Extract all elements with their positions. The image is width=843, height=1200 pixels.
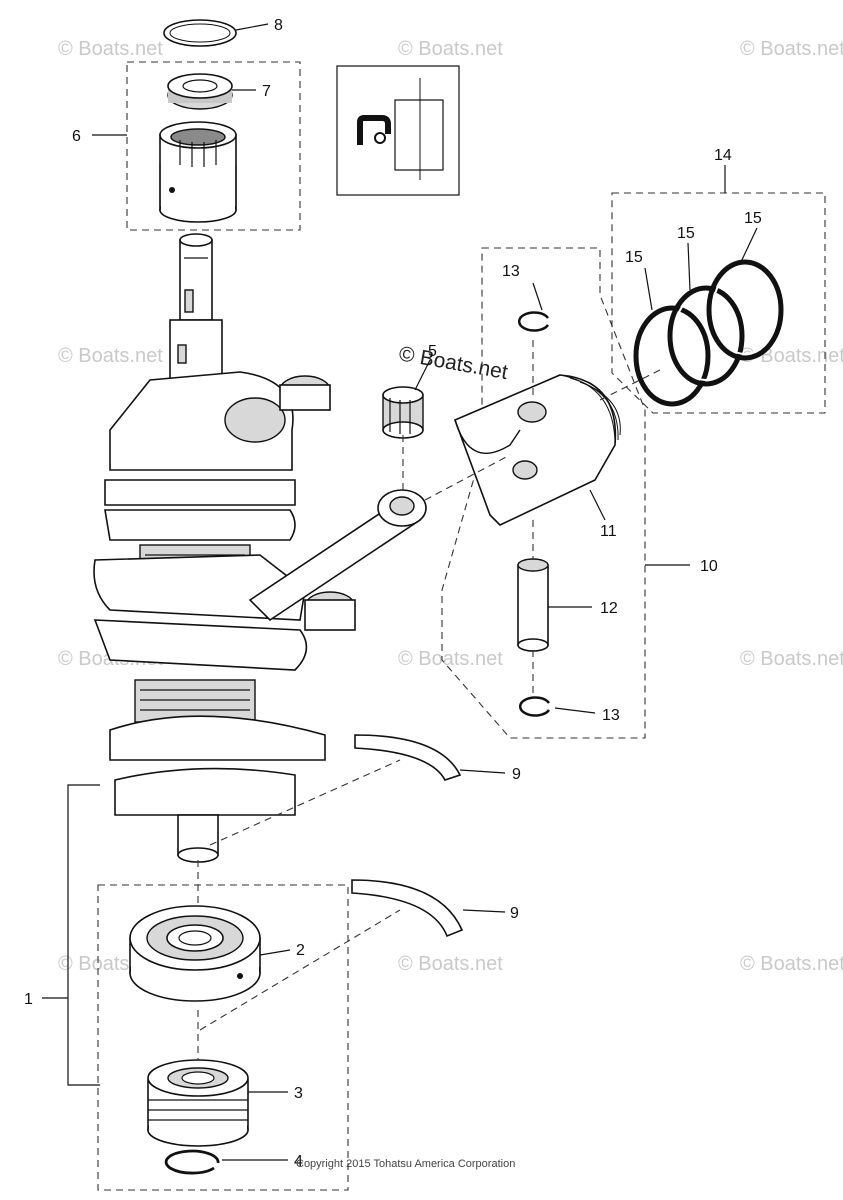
group-box-6 (126, 61, 301, 231)
watermark: © Boats.net (398, 38, 503, 60)
callout-15-middle: 15 (677, 225, 695, 242)
callout-5: 5 (428, 343, 437, 360)
callout-9-upper: 9 (512, 766, 521, 783)
snap-ring-part (164, 1149, 220, 1175)
oil-seal-part (167, 73, 233, 110)
group-box-1 (97, 884, 349, 1191)
orientation-inset (336, 65, 460, 196)
callout-2: 2 (296, 942, 305, 959)
small-needle-bearing-part (382, 386, 424, 439)
leader-lines (42, 23, 758, 1161)
callout-9-lower: 9 (510, 905, 519, 922)
crankshaft-part (93, 233, 356, 863)
callout-7: 7 (262, 83, 271, 100)
connecting-rod-part (248, 489, 427, 622)
watermarks: © Boats.net © Boats.net © Boats.net © Bo… (58, 38, 843, 975)
circlip-lower-part (518, 696, 551, 717)
assembly-lines (197, 340, 661, 1060)
watermark: © Boats.net (398, 953, 503, 975)
watermark: © Boats.net (398, 648, 503, 670)
rotation-arrow-icon (357, 115, 391, 145)
watermark: © Boats.net (740, 953, 843, 975)
seal-housing-part (147, 1059, 249, 1147)
callout-12: 12 (600, 600, 618, 617)
callout-3: 3 (294, 1085, 303, 1102)
callout-11: 11 (600, 523, 617, 540)
piston-pin-part (517, 558, 549, 652)
group-box-10 (441, 247, 646, 739)
group-box-14 (611, 192, 826, 414)
thrust-washer-upper-part (354, 734, 462, 781)
needle-bearing-part (159, 121, 237, 223)
watermark: © Boats.net (58, 38, 163, 60)
watermark: © Boats.net (740, 648, 843, 670)
callout-4: 4 (294, 1153, 303, 1170)
ball-bearing-part (129, 905, 261, 1002)
o-ring-part (163, 19, 237, 47)
circlip-upper-part (517, 311, 550, 332)
piston-rings-part (633, 259, 784, 407)
callout-15-left: 15 (625, 249, 643, 266)
callout-10: 10 (700, 558, 718, 575)
callout-1: 1 (24, 991, 33, 1008)
callout-labels: 1 2 3 4 5 6 7 8 9 9 10 11 12 13 13 14 15… (24, 17, 762, 1170)
watermark-center: © Boats.net (397, 342, 510, 384)
callout-8: 8 (274, 17, 283, 34)
piston-part (453, 374, 621, 526)
callout-6: 6 (72, 128, 81, 145)
thrust-washer-lower-part (351, 879, 464, 938)
callout-13-lower: 13 (602, 707, 620, 724)
callout-15-right: 15 (744, 210, 762, 227)
watermark: © Boats.net (58, 345, 163, 367)
callout-14: 14 (714, 147, 732, 164)
callout-13-upper: 13 (502, 263, 520, 280)
copyright-text: Copyright 2015 Tohatsu America Corporati… (296, 1158, 515, 1170)
watermark: © Boats.net (740, 38, 843, 60)
